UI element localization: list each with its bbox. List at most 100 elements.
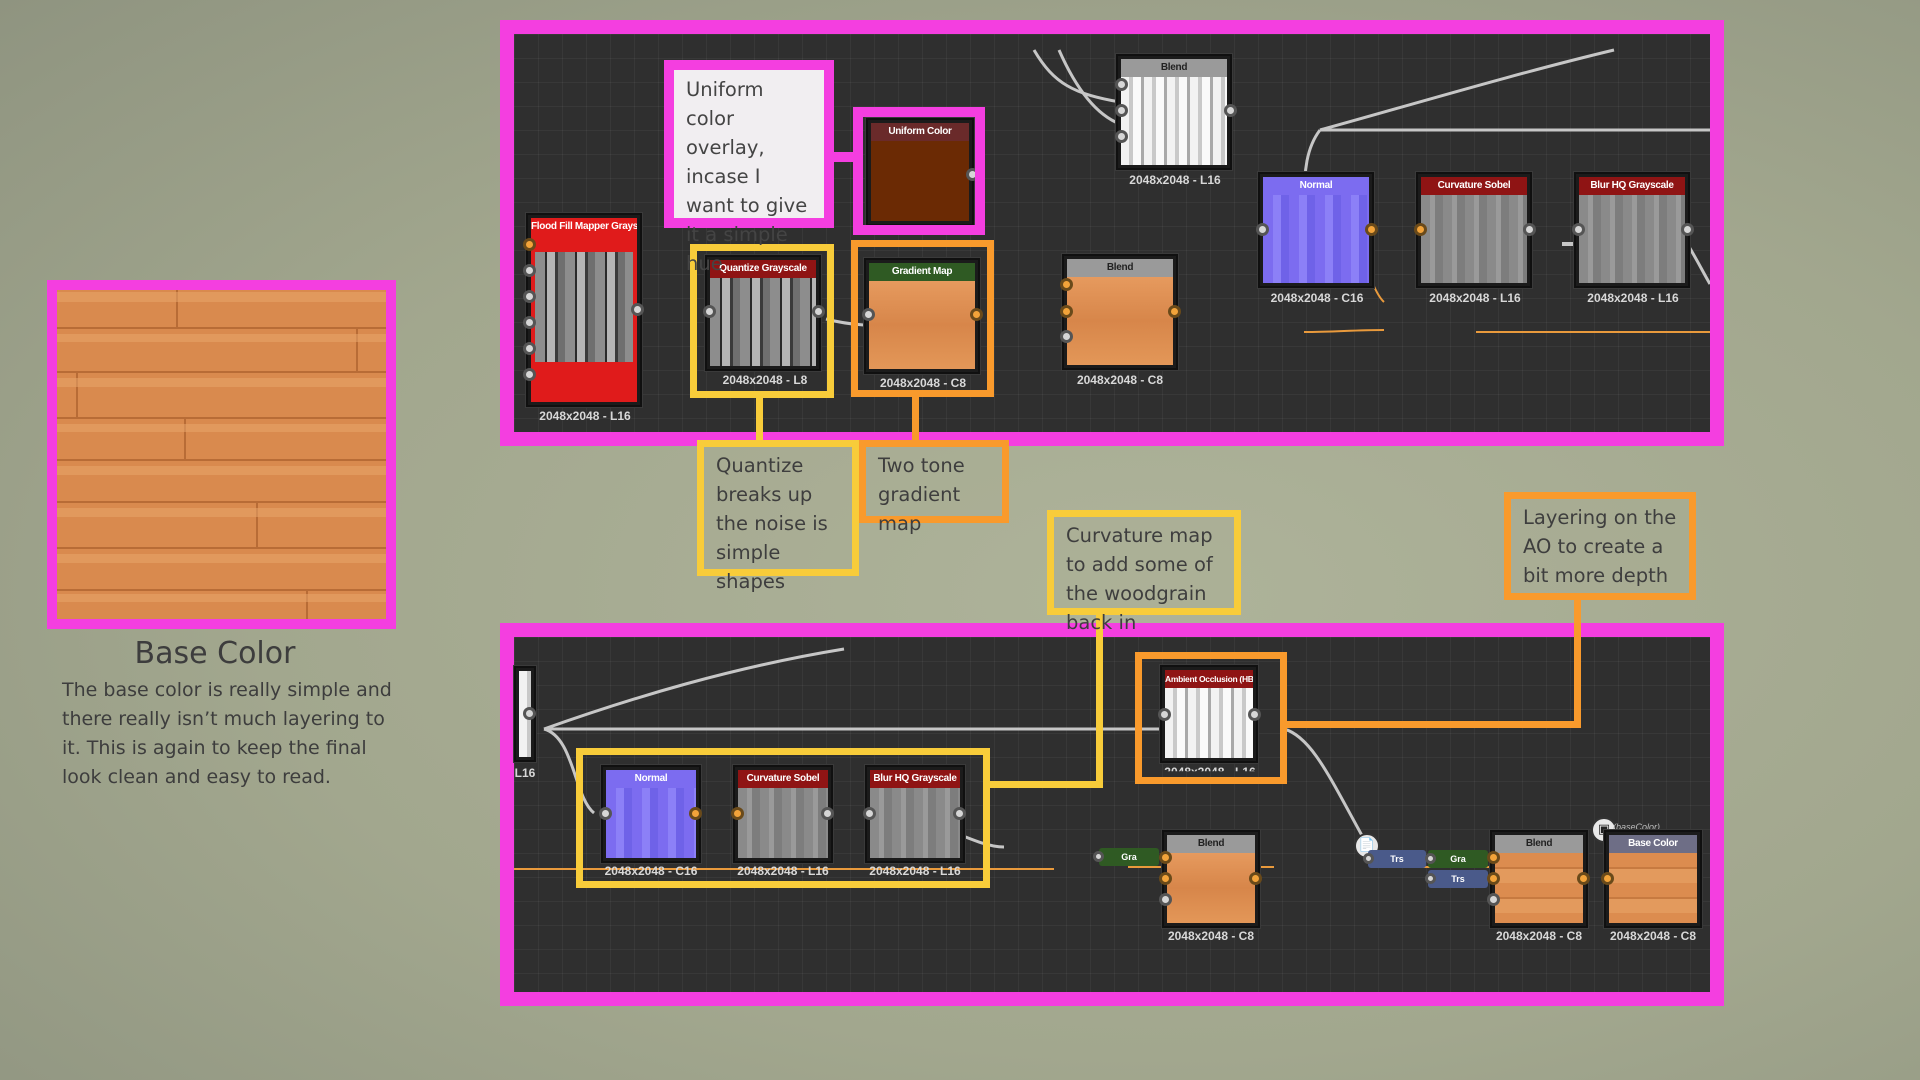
node-blend[interactable]: Blend [1062,254,1178,370]
node-thumbnail [870,788,960,858]
output-port[interactable] [1577,872,1590,885]
node-curvature-sobel[interactable]: Curvature Sobel [1416,172,1532,288]
output-port[interactable] [631,303,644,316]
input-port[interactable] [1158,708,1171,721]
output-port[interactable] [812,305,825,318]
input-port[interactable] [523,316,536,329]
node-ambient-occlusion[interactable]: Ambient Occlusion (HB... [1160,665,1258,763]
node-blend[interactable]: Blend [1490,830,1588,928]
node-thumbnail [1421,195,1527,283]
node-thumbnail [710,278,816,366]
output-port[interactable] [1523,223,1536,236]
input-port[interactable] [1487,872,1500,885]
pill-gradient[interactable]: Gra [1099,848,1159,866]
node-title: Uniform Color [871,123,969,141]
pill-transform[interactable]: Trs [1368,850,1426,868]
input-port[interactable] [523,264,536,277]
input-port[interactable] [1425,873,1436,884]
wood-texture-image [57,290,386,619]
input-port[interactable] [1487,851,1500,864]
input-port[interactable] [523,368,536,381]
node-label: 2048x2048 - C8 [1076,373,1164,387]
annotation-uniform-color: Uniform color overlay, incase I want to … [664,60,834,275]
texture-preview [47,280,396,629]
node-thumbnail [1165,688,1253,758]
node-title: Blur HQ Grayscale [1579,177,1685,195]
input-port[interactable] [1572,223,1585,236]
highlight-quantize [690,244,834,398]
node-title: Blend [1067,259,1173,277]
input-port[interactable] [863,807,876,820]
input-port[interactable] [731,807,744,820]
node-title: Curvature Sobel [738,770,828,788]
input-port[interactable] [1060,305,1073,318]
node-label: 2048x2048 - C8 [1609,929,1697,943]
output-port[interactable] [1681,223,1694,236]
input-port[interactable] [1414,223,1427,236]
node-title: Normal [606,770,696,788]
output-port[interactable] [1168,305,1181,318]
input-port[interactable] [599,807,612,820]
connector-orange [1287,721,1581,728]
node-label: 2048x2048 - C16 [1270,291,1364,305]
node-curvature-sobel[interactable]: Curvature Sobel [733,765,833,863]
input-port[interactable] [1115,130,1128,143]
output-port[interactable] [970,308,983,321]
output-port[interactable] [689,807,702,820]
node-thumbnail [1167,853,1255,923]
node-blur-hq-grayscale[interactable]: Blur HQ Grayscale [865,765,965,863]
output-port[interactable] [1249,872,1262,885]
node-flood-fill-mapper[interactable]: Flood Fill Mapper Grays... [526,213,642,407]
node-normal[interactable]: Normal [1258,172,1374,288]
input-port[interactable] [703,305,716,318]
input-port[interactable] [1159,851,1172,864]
output-tag: (baseColor) [1613,822,1661,832]
connector-pink [830,152,858,162]
input-port[interactable] [1093,851,1104,862]
input-port[interactable] [1363,853,1374,864]
input-port[interactable] [1159,893,1172,906]
bottom-node-graph[interactable] [500,623,1724,1006]
output-port[interactable] [1365,223,1378,236]
preview-caption-body: The base color is really simple and ther… [62,679,392,788]
input-port[interactable] [523,342,536,355]
input-port[interactable] [523,290,536,303]
input-port[interactable] [1601,872,1614,885]
node-uniform-color[interactable]: Uniform Color [866,118,974,226]
node-thumbnail [531,236,637,402]
pill-gradient[interactable]: Gra [1428,850,1488,868]
input-port[interactable] [1060,278,1073,291]
node-base-color-output[interactable]: Base Color [1604,830,1702,928]
input-port[interactable] [1115,104,1128,117]
output-port[interactable] [1224,104,1237,117]
output-port[interactable] [1248,708,1261,721]
node-blend-top[interactable]: Blend [1116,54,1232,170]
node-title: Curvature Sobel [1421,177,1527,195]
pill-transform[interactable]: Trs [1428,870,1488,888]
input-port[interactable] [1487,893,1500,906]
node-blend[interactable]: Blend [1162,830,1260,928]
node-label: 2048x2048 - C8 [879,376,967,390]
output-port[interactable] [821,807,834,820]
node-quantize-grayscale[interactable]: Quantize Grayscale [705,255,821,371]
node-blur-hq-grayscale[interactable]: Blur HQ Grayscale [1574,172,1690,288]
node-title: Base Color [1609,835,1697,853]
output-port[interactable] [523,707,536,720]
node-thumbnail [738,788,828,858]
node-thumbnail [1579,195,1685,283]
node-normal[interactable]: Normal [601,765,701,863]
annotation-quantize: Quantize breaks up the noise is simple s… [697,440,859,593]
input-port[interactable] [1159,872,1172,885]
connector-yellow [756,398,763,444]
input-port[interactable] [1060,330,1073,343]
input-port[interactable] [1425,853,1436,864]
node-title: Quantize Grayscale [710,260,816,278]
input-port[interactable] [523,238,536,251]
connector-yellow [1096,610,1103,788]
output-port[interactable] [953,807,966,820]
node-thumbnail [1263,195,1369,283]
input-port[interactable] [1115,78,1128,91]
node-label: 2048x2048 - L8 [722,373,808,387]
input-port[interactable] [862,308,875,321]
input-port[interactable] [1256,223,1269,236]
